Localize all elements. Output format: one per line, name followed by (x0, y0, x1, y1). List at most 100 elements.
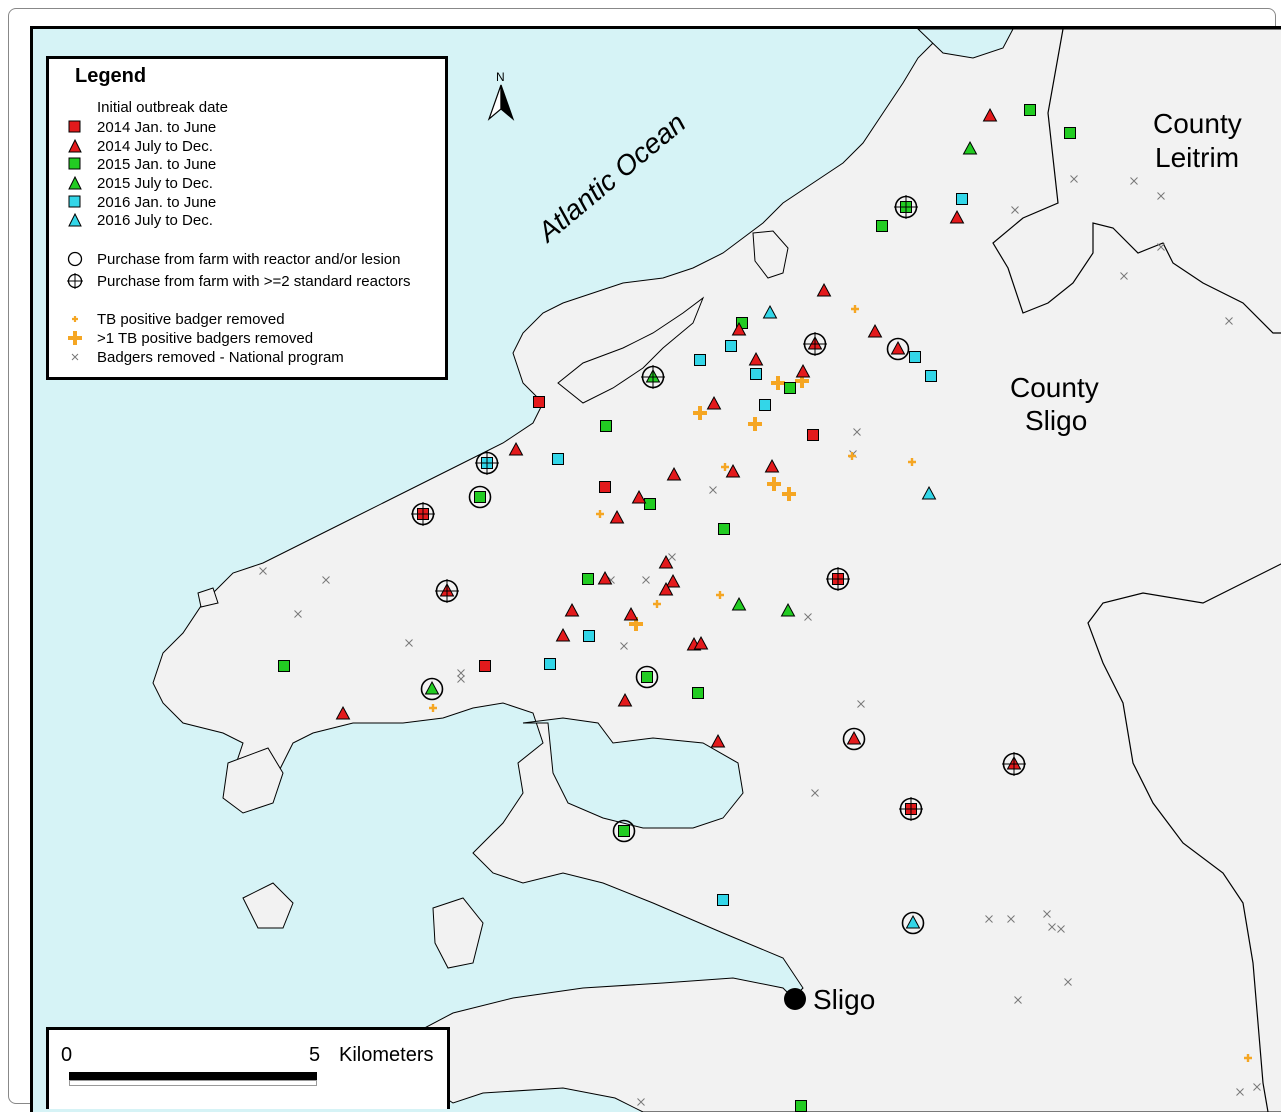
outbreak-square-marker (717, 894, 729, 906)
badger-removed-marker (709, 486, 717, 494)
outbreak-square-marker (583, 630, 595, 642)
outbreak-triangle-marker (597, 570, 613, 585)
badger-removed-marker (1253, 1083, 1261, 1091)
badger-positive-marker (653, 600, 661, 608)
badgers-positive-marker (693, 406, 707, 420)
badger-removed-marker (1236, 1088, 1244, 1096)
outbreak-square-marker (909, 351, 921, 363)
badger-removed-marker (1157, 192, 1165, 200)
legend-item-purchase-reactor: Purchase from farm with reactor and/or l… (63, 250, 400, 268)
outbreak-triangle-marker (890, 340, 906, 355)
legend-item-2015-jan-june: 2015 Jan. to June (63, 155, 216, 173)
outbreak-square-marker (1064, 127, 1076, 139)
purchase-crosshair-marker (899, 797, 923, 821)
county-leitrim-label-1: County (1153, 108, 1242, 139)
badger-positive-marker (1244, 1054, 1252, 1062)
badgers-positive-marker (771, 376, 785, 390)
outbreak-square-marker (759, 399, 771, 411)
legend-item-badgers-national: Badgers removed - National program (63, 348, 344, 366)
badger-removed-marker (668, 553, 676, 561)
purchase-crosshair-marker (411, 502, 435, 526)
badger-removed-marker (457, 669, 465, 677)
purchase-crosshair-marker (803, 332, 827, 356)
outbreak-square-marker (925, 370, 937, 382)
legend-item-2015-july-dec: 2015 July to Dec. (63, 174, 213, 192)
outbreak-triangle-marker (424, 680, 440, 695)
outbreak-square-marker (600, 420, 612, 432)
badger-removed-marker (1048, 923, 1056, 931)
badger-removed-marker (853, 428, 861, 436)
badger-removed-marker (1130, 177, 1138, 185)
purchase-ring-marker (635, 665, 659, 689)
outbreak-triangle-marker (658, 581, 674, 596)
outbreak-markers (259, 104, 1261, 1112)
outbreak-triangle-marker (764, 458, 780, 473)
purchase-ring-marker (420, 677, 444, 701)
badger-removed-marker (620, 642, 628, 650)
badgers-positive-marker (767, 477, 781, 491)
purchase-crosshair-marker (641, 365, 665, 389)
badger-removed-marker (811, 789, 819, 797)
badgers-positive-marker (782, 487, 796, 501)
badger-removed-marker (1120, 272, 1128, 280)
outbreak-square-marker (694, 354, 706, 366)
badger-removed-marker (322, 576, 330, 584)
badger-removed-marker (985, 915, 993, 923)
badger-positive-marker (429, 704, 437, 712)
outbreak-square-marker (750, 368, 762, 380)
outbreak-triangle-marker (658, 554, 674, 569)
outbreak-triangle-marker (731, 321, 747, 336)
outbreak-square-marker (1024, 104, 1036, 116)
outbreak-square-marker (599, 481, 611, 493)
purchase-crosshair-marker (1002, 752, 1026, 776)
scale-bar: 0 5 Kilometers (46, 1027, 450, 1109)
outbreak-triangle-marker (564, 602, 580, 617)
badger-removed-marker (1157, 243, 1165, 251)
badger-positive-marker (596, 510, 604, 518)
badger-removed-marker (294, 610, 302, 618)
badger-positive-marker (908, 458, 916, 466)
badger-removed-marker (1057, 925, 1065, 933)
outbreak-triangle-marker (617, 692, 633, 707)
badger-removed-marker (1070, 175, 1078, 183)
county-sligo-label-2: Sligo (1025, 405, 1087, 436)
legend-item-2016-july-dec: 2016 July to Dec. (63, 211, 213, 229)
outbreak-triangle-marker (706, 395, 722, 410)
outbreak-square-marker (552, 453, 564, 465)
outbreak-triangle-marker (846, 730, 862, 745)
island-small (752, 230, 789, 279)
badger-positive-marker (851, 305, 859, 313)
purchase-ring-marker (886, 337, 910, 361)
legend-item-purchase-standard: Purchase from farm with >=2 standard rea… (63, 272, 410, 290)
purchase-crosshair-marker (475, 451, 499, 475)
outbreak-square-marker (784, 382, 796, 394)
badger-removed-marker (857, 700, 865, 708)
legend-panel: Legend Initial outbreak date 2014 Jan. t… (46, 56, 448, 380)
outbreak-triangle-marker (631, 489, 647, 504)
scale-bar-fill (69, 1072, 317, 1080)
purchase-crosshair-marker (435, 579, 459, 603)
outbreak-square-marker (582, 573, 594, 585)
outbreak-square-marker (718, 523, 730, 535)
badgers-positive-marker (748, 417, 762, 431)
outbreak-triangle-marker (816, 282, 832, 297)
badger-removed-marker (1014, 996, 1022, 1004)
outbreak-square-marker (692, 687, 704, 699)
outbreak-triangle-marker (905, 914, 921, 929)
legend-item-2014-jan-june: 2014 Jan. to June (63, 118, 216, 136)
purchase-crosshair-marker (894, 195, 918, 219)
outbreak-triangle-marker (335, 705, 351, 720)
outbreak-square-marker (876, 220, 888, 232)
outbreak-triangle-marker (693, 635, 709, 650)
outbreak-square-marker (533, 396, 545, 408)
town-marker (784, 988, 806, 1010)
outbreak-triangle-marker (762, 304, 778, 319)
scale-start-label: 0 (61, 1044, 73, 1066)
outbreak-square-marker (795, 1100, 807, 1112)
legend-title: Legend (75, 65, 147, 87)
outbreak-triangle-marker (665, 573, 681, 588)
purchase-ring-marker (468, 485, 492, 509)
outbreak-square-marker (479, 660, 491, 672)
outbreak-triangle-marker (962, 140, 978, 155)
badger-removed-marker (1225, 317, 1233, 325)
